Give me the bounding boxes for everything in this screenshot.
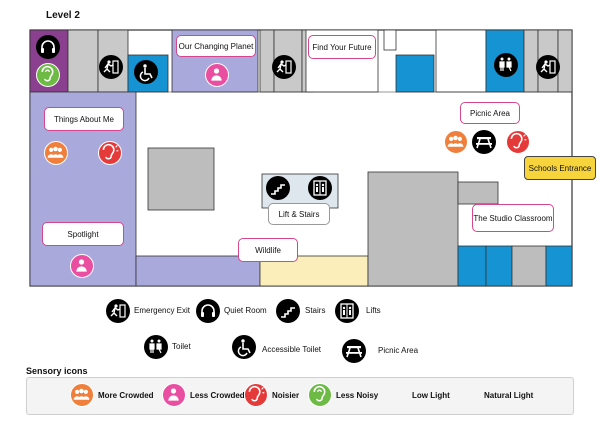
accessible-toilet-icon[interactable]	[134, 60, 158, 84]
more-crowded-icon[interactable]	[444, 130, 468, 154]
sensory-more-crowded-icon	[70, 383, 94, 407]
key-accessible-toilet-icon	[232, 335, 256, 359]
sensory-natural-light-label: Natural Light	[484, 391, 534, 400]
sensory-low-light-label: Low Light	[412, 391, 450, 400]
room-picnic-area[interactable]: Picnic Area	[460, 102, 520, 124]
picnic-area-icon[interactable]	[472, 130, 496, 154]
more-crowded-icon[interactable]	[44, 141, 68, 165]
key-toilet-icon	[144, 335, 168, 359]
key-stairs-label: Stairs	[305, 306, 326, 315]
level-title: Level 2	[46, 10, 80, 21]
room-find-your-future[interactable]: Find Your Future	[308, 35, 376, 59]
sensory-more-crowded-label: More Crowded	[98, 391, 154, 400]
sensory-less-crowded-icon	[162, 383, 186, 407]
key-lifts-label: Lifts	[366, 306, 381, 315]
key-toilet-label: Toilet	[172, 342, 191, 351]
less-noisy-icon[interactable]	[36, 63, 60, 87]
lifts-icon[interactable]	[308, 176, 332, 200]
sensory-less-crowded-label: Less Crowded	[190, 391, 245, 400]
quiet-room-icon[interactable]	[36, 35, 60, 59]
emergency-exit-icon[interactable]	[99, 55, 123, 79]
emergency-exit-icon[interactable]	[272, 55, 296, 79]
room-wildlife[interactable]: Wildlife	[238, 238, 298, 262]
sensory-noisier-label: Noisier	[272, 391, 300, 400]
sensory-less-noisy-label: Less Noisy	[336, 391, 379, 400]
sensory-icons-title: Sensory icons	[26, 366, 88, 376]
key-emergency-exit-icon	[106, 299, 130, 323]
key-quiet-room-icon	[196, 299, 220, 323]
noisier-icon[interactable]	[506, 130, 530, 154]
room-things-about-me[interactable]: Things About Me	[44, 107, 124, 131]
less-crowded-icon[interactable]	[205, 63, 229, 87]
key-lifts-icon	[335, 299, 359, 323]
room-spotlight[interactable]: Spotlight	[42, 222, 124, 246]
room-the-studio-classroom[interactable]: The Studio Classroom	[472, 204, 554, 232]
key-picnic-area-label: Picnic Area	[378, 346, 419, 355]
schools-entrance-label[interactable]: Schools Entrance	[524, 156, 596, 180]
sensory-less-noisy-icon	[308, 383, 332, 407]
stairs-icon[interactable]	[266, 176, 290, 200]
sensory-noisier-icon	[244, 383, 268, 407]
key-quiet-room-label: Quiet Room	[224, 306, 267, 315]
sensory-legend	[26, 377, 574, 415]
toilet-icon[interactable]	[494, 53, 518, 77]
key-stairs-icon	[276, 299, 300, 323]
key-emergency-exit-label: Emergency Exit	[134, 306, 191, 315]
room-our-changing-planet[interactable]: Our Changing Planet	[176, 35, 256, 57]
less-crowded-icon[interactable]	[70, 254, 94, 278]
emergency-exit-icon[interactable]	[536, 55, 560, 79]
key-accessible-toilet-label: Accessible Toilet	[262, 345, 321, 354]
room-lift-and-stairs[interactable]: Lift & Stairs	[268, 203, 330, 225]
key-picnic-area-icon	[342, 339, 366, 363]
noisier-icon[interactable]	[98, 141, 122, 165]
